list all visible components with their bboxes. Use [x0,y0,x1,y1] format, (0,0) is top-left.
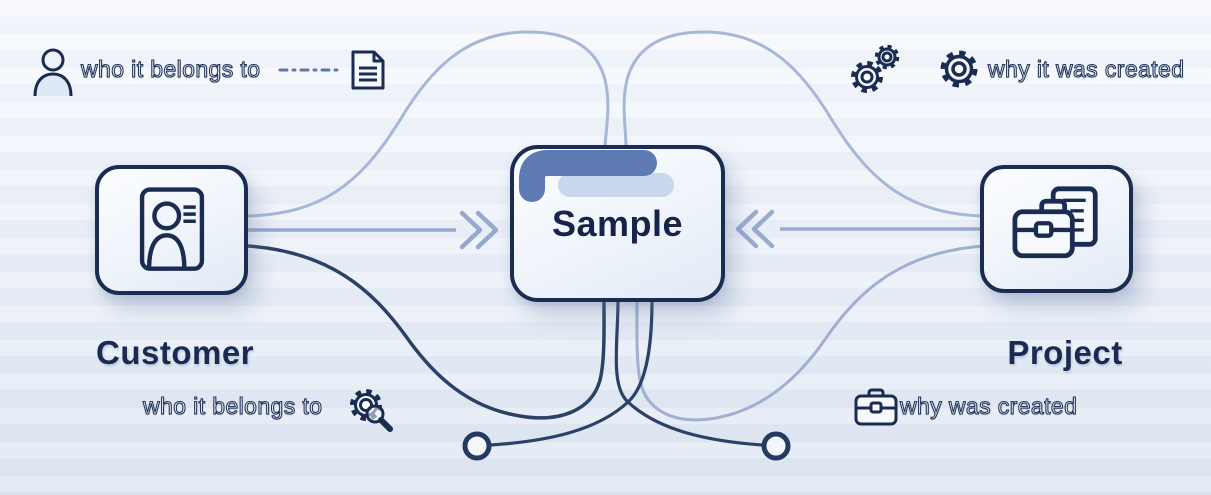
chevron-right-icon [459,210,483,250]
document-icon [349,49,387,91]
swoosh-decoration [519,150,674,202]
project-node-label: Project [1007,334,1123,371]
contact-card-icon [128,183,216,277]
gear-icon [937,47,981,91]
briefcase-icon [853,386,899,428]
chevron-right-icon [475,210,499,250]
top-right-annotation-label: why it was created [987,55,1185,82]
person-icon [30,46,76,98]
project-node [980,165,1133,293]
chevron-left-icon [751,209,775,249]
chevron-left-icon [735,209,759,249]
curve-project-bottom [635,244,985,422]
customer-node-label: Customer [95,334,255,371]
customer-node [95,165,248,295]
sample-node: Sample [510,145,725,302]
curve-customer-top [247,30,610,218]
gear-magnifier-icon [344,385,396,435]
terminal-circle-right [761,431,791,461]
bottom-right-annotation-label: why was created [899,392,1078,419]
curve-customer-bottom [247,244,606,420]
gears-pair-icon [845,41,903,99]
top-left-annotation-label: who it belongs to [80,55,261,82]
bottom-left-annotation-label: who it belongs to [142,392,323,419]
sample-node-decoration [514,149,721,298]
curve-project-top [622,30,985,218]
sample-node-label: Sample [551,202,684,244]
terminal-circle-left [462,431,492,461]
briefcase-documents-icon [1007,185,1107,273]
cable-left-circle [490,299,654,447]
cable-right-circle [614,299,763,447]
